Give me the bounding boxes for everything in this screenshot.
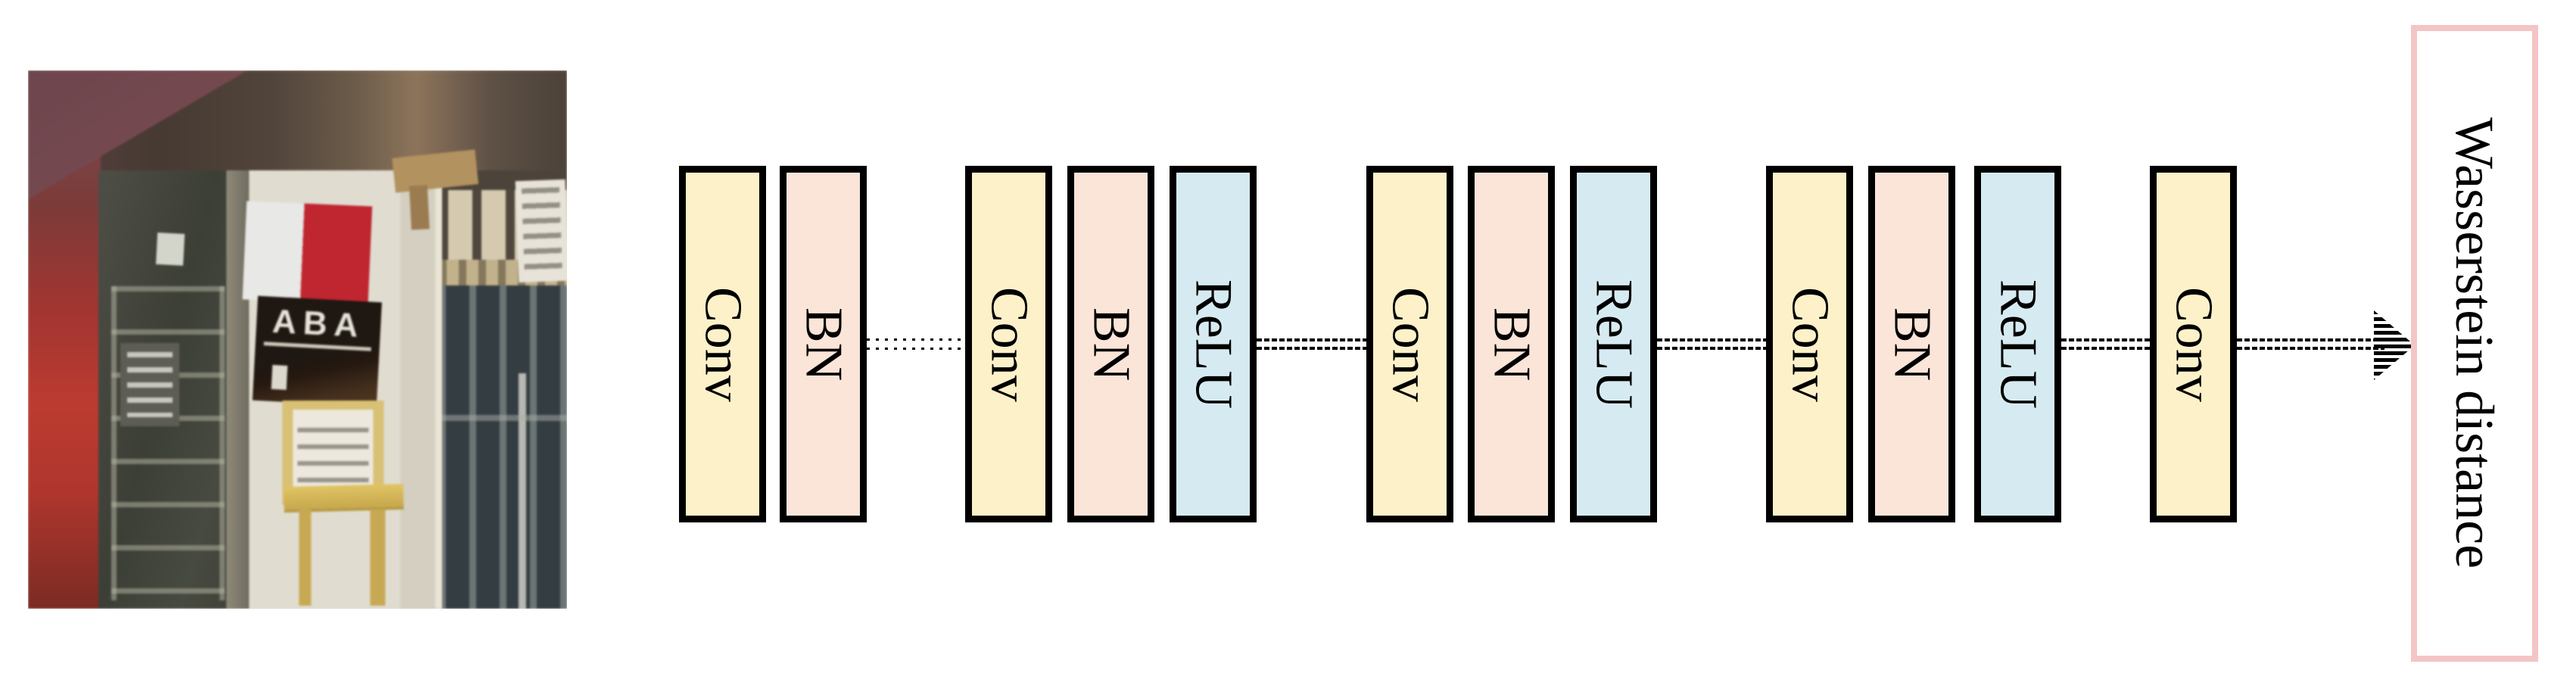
arrow-head-icon (2374, 310, 2415, 380)
photo-grille-slats (439, 285, 567, 609)
connector-dotted (867, 338, 965, 350)
dashed-line (1657, 347, 1766, 350)
photo-grey-sign-text-lines (127, 352, 173, 417)
block-label: Conv (693, 286, 752, 402)
dashed-line (1257, 347, 1366, 350)
photo-small-label (155, 232, 185, 266)
photo-grey-sign (120, 343, 179, 426)
bn-block-1: BN (780, 166, 867, 522)
photo-stool-leg-left (299, 510, 311, 606)
conv-block-5: Conv (2150, 166, 2237, 522)
photo-flag-banner (242, 201, 372, 305)
block-label: Conv (1780, 286, 1839, 402)
photo-stool-leg-right (370, 510, 385, 606)
connector-arrow-shaft (2237, 338, 2384, 350)
photo-aba-sign: ABA (252, 295, 382, 407)
photo-aba-sign-mark (271, 364, 288, 390)
dotted-line (867, 348, 965, 350)
conv-block-3: Conv (1366, 166, 1453, 522)
photo-notice-board (282, 401, 384, 505)
photo-notice-paper (293, 410, 373, 496)
bn-block-3: BN (1468, 166, 1555, 522)
dotted-line (867, 338, 965, 341)
photo-white-sign (515, 179, 567, 283)
conv-block-1: Conv (679, 166, 766, 522)
dashed-line (2237, 347, 2384, 350)
relu-block-4: ReLU (1974, 166, 2061, 522)
block-label: BN (1883, 307, 1942, 382)
photo-grille-rail (439, 415, 567, 421)
photo-wood-bracket-post (409, 185, 430, 230)
connector-dashed-1 (1257, 338, 1366, 350)
block-label: BN (794, 307, 853, 382)
photo-content: ABA (28, 70, 567, 609)
bn-block-4: BN (1868, 166, 1955, 522)
output-label: Wasserstein distance (2444, 117, 2505, 569)
conv-block-2: Conv (965, 166, 1052, 522)
block-label: ReLU (1184, 279, 1243, 410)
photo-pillar-highlight (435, 170, 442, 609)
photo-wall-shadow (400, 170, 440, 609)
photo-white-sign-text-lines (522, 187, 562, 275)
connector-dashed-2 (1657, 338, 1766, 350)
bn-block-2: BN (1067, 166, 1154, 522)
wasserstein-distance-box: Wasserstein distance (2411, 25, 2538, 662)
block-label: Conv (2164, 286, 2223, 402)
photo-door-grid (111, 286, 225, 600)
photo-notice-text-lines (297, 416, 369, 490)
block-label: Conv (980, 286, 1039, 402)
photo-stool-seat (283, 483, 404, 513)
block-label: BN (1482, 307, 1541, 382)
dashed-line (2061, 338, 2150, 341)
conv-block-4: Conv (1766, 166, 1853, 522)
relu-block-3: ReLU (1570, 166, 1657, 522)
dashed-line (1657, 338, 1766, 341)
block-label: Conv (1381, 286, 1440, 402)
photo-grille-highlight (519, 373, 526, 609)
photo-window-grille (439, 285, 567, 609)
input-photo: ABA (28, 70, 567, 609)
photo-aba-sign-text: ABA (271, 302, 366, 345)
dashed-line (2061, 347, 2150, 350)
block-label: ReLU (1989, 279, 2048, 410)
connector-dashed-3 (2061, 338, 2150, 350)
block-label: BN (1082, 307, 1141, 382)
block-label: ReLU (1584, 279, 1643, 410)
dashed-line (2237, 338, 2384, 341)
dashed-line (1257, 338, 1366, 341)
relu-block-2: ReLU (1170, 166, 1257, 522)
